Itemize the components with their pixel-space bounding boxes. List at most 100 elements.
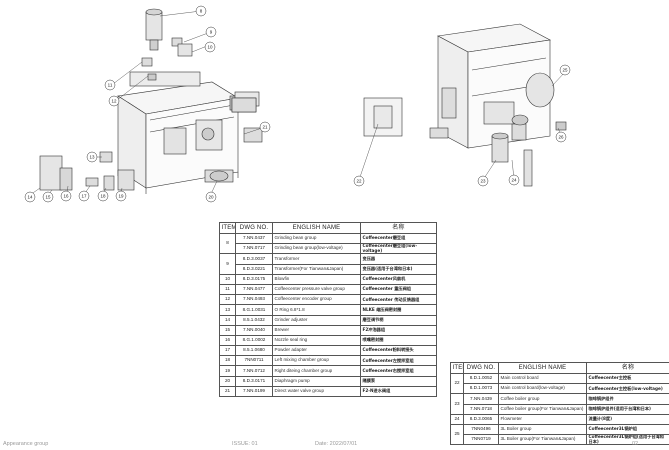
table-row: 9 8.D.3.0037 Transformer 变压器 xyxy=(219,253,437,275)
callout-number: 26 xyxy=(558,135,564,140)
callout-number: 22 xyxy=(356,179,362,184)
col-header-english: ENGLISH NAME xyxy=(272,222,361,234)
item-cell: 17 xyxy=(219,345,236,357)
callout-number: 9 xyxy=(210,30,213,35)
dwg-cell: 7NN0719 xyxy=(463,434,499,446)
chinese-name-cell: Coffeecenter3L锅炉组(适用于台湾和日本) xyxy=(586,434,669,446)
callout-bubble xyxy=(42,191,54,203)
english-name-cell: Coffee boiler group(For Tianwan&Japan) xyxy=(498,403,587,415)
callout-number: 20 xyxy=(208,195,214,200)
dwg-cell: 8.G.1.0002 xyxy=(235,334,273,347)
table-header-row: ITEM DWG NO. ENGLISH NAME 名称 xyxy=(450,362,669,374)
table-row: 17 8.5.1.0680 Powder adapter Coffeecente… xyxy=(219,345,437,357)
table-row: 8.D.3.0221 Transformer(For Tianwan&Japan… xyxy=(220,263,437,275)
dwg-cell: 8.G.1.0031 xyxy=(235,304,273,316)
english-name-cell: Coffeecenter encoder group xyxy=(272,294,361,306)
chinese-name-cell: Coffeecenter粉料转接头 xyxy=(360,345,437,357)
callout-bubble xyxy=(477,175,489,187)
callout-number: 19 xyxy=(118,194,124,199)
callout-bubble xyxy=(205,191,217,203)
english-name-cell: O Ring 6.8*1.8 xyxy=(272,304,361,316)
dwg-cell: 8.5.1.0432 xyxy=(235,314,273,326)
table-row: 20 8.D.3.0171 Diaphragm pump 隔膜泵 xyxy=(219,375,437,387)
col-header-chinese: 名称 xyxy=(360,222,437,234)
callout-bubble xyxy=(259,121,271,133)
dwg-cell: 8.D.3.0175 xyxy=(235,273,273,285)
callout-number: 23 xyxy=(480,179,486,184)
footer-section-title: Appearance group xyxy=(3,441,49,447)
item-cell: 9 xyxy=(219,253,236,275)
parts-table-right: ITEM DWG NO. ENGLISH NAME 名称 22 8.D.1.00… xyxy=(450,362,669,446)
item-cell: 10 xyxy=(219,273,236,285)
table-header-row: ITEM DWG NO. ENGLISH NAME 名称 xyxy=(219,222,437,234)
grinder-hopper xyxy=(145,8,193,57)
english-name-cell: Right diteing chamber group xyxy=(272,365,361,377)
col-header-english: ENGLISH NAME xyxy=(498,362,587,374)
english-name-cell: Direct water valve group xyxy=(272,385,361,398)
footer-date: Date: 2022/07/01 xyxy=(315,441,358,447)
item-cell: 8 xyxy=(219,232,236,255)
dwg-cell: 7.NN.0493 xyxy=(235,294,273,306)
table-row: 23 7.NN.0439 Coffee boiler group 咖啡锅炉组件 xyxy=(450,393,669,415)
item-cell: 15 xyxy=(219,324,236,336)
callout-bubble xyxy=(204,41,216,53)
chinese-name-cell: Coffeecenter右搅拌室组 xyxy=(360,365,437,377)
chinese-name-cell: Coffeecenter左搅拌室组 xyxy=(360,355,437,367)
chinese-name-cell: 隔膜泵 xyxy=(360,375,437,387)
callout-number: 25 xyxy=(562,68,568,73)
english-name-cell: Grinder adjuster xyxy=(272,314,361,326)
item-cell: 24 xyxy=(450,413,464,425)
chinese-name-cell: Coffeecenter 重压阀组 xyxy=(360,283,437,296)
dwg-cell: 7.NN.0477 xyxy=(235,283,273,296)
english-name-cell: 3L Boiler group(For Tianwan&Japan) xyxy=(498,434,587,446)
english-name-cell: Flowmeter xyxy=(498,413,587,425)
chinese-name-cell: F2-N进水阀组 xyxy=(360,385,437,398)
callout-bubble xyxy=(104,79,116,91)
table-row: 8 7.NN.0437 Grinding bean group Coffeece… xyxy=(219,232,437,255)
chinese-name-cell: Coffeecenter磨豆组(low-voltage) xyxy=(360,243,437,255)
english-name-cell: Left mixing chamber group xyxy=(272,355,361,367)
table-row: 25 7NN0496 3L Boiler group Coffeecenter3… xyxy=(450,423,669,446)
item-cell: 19 xyxy=(219,365,236,377)
item-cell: 23 xyxy=(450,393,464,415)
table-row: 15 7.NN.0040 Brewer F2冲泡器组 xyxy=(219,324,437,336)
table-row: 8.D.1.0073 Main control board(low-voltag… xyxy=(451,383,669,395)
chinese-name-cell: 变压器 xyxy=(360,253,437,265)
chinese-name-cell: F2冲泡器组 xyxy=(360,324,437,336)
callout-bubble xyxy=(559,64,571,76)
table-row: 7.NN.0717 Grinding bean group(low-voltag… xyxy=(220,243,437,255)
english-name-cell: Powder adapter xyxy=(272,345,361,357)
item-cell: 16 xyxy=(219,334,236,347)
item-cell: 18 xyxy=(219,355,236,367)
callout-number: 8 xyxy=(200,9,203,14)
callout-number: 16 xyxy=(63,194,69,199)
callout-bubble xyxy=(86,151,98,163)
item-cell: 21 xyxy=(219,385,236,398)
dwg-cell: 7.NN.0199 xyxy=(235,385,273,398)
english-name-cell: Coffeecenter pressure valve group xyxy=(272,283,361,296)
item-cell: 11 xyxy=(219,283,236,296)
callout-bubble xyxy=(24,191,36,203)
callout-number: 14 xyxy=(27,195,33,200)
footer-page-number: 02 xyxy=(632,441,639,447)
callout-number: 11 xyxy=(108,83,113,88)
english-name-cell: Blowfin xyxy=(272,273,361,285)
callout-bubble xyxy=(195,5,207,17)
item-cell: 25 xyxy=(450,423,464,446)
callout-number: 21 xyxy=(262,125,268,130)
table-row: 10 8.D.3.0175 Blowfin Coffeecenter风扇机 xyxy=(219,273,437,285)
dwg-cell: 7.NN.0437 xyxy=(235,232,273,245)
dwg-cell: 8.D.3.0171 xyxy=(235,375,273,387)
callout-bubble xyxy=(78,190,90,202)
callout-number: 15 xyxy=(45,195,51,200)
callout-bubble xyxy=(205,26,217,38)
english-name-cell: Main control board xyxy=(498,372,587,385)
chinese-name-cell: 喷嘴密封圈 xyxy=(360,334,437,347)
chinese-name-cell: Coffeecenter磨豆组 xyxy=(360,232,437,245)
col-header-chinese: 名称 xyxy=(586,362,669,374)
table-row: 18 7NN0711 Left mixing chamber group Cof… xyxy=(219,355,437,367)
dwg-cell: 8.5.1.0680 xyxy=(235,345,273,357)
dwg-cell: 8.D.3.0037 xyxy=(235,253,273,265)
english-name-cell: Grinding bean group xyxy=(272,232,361,245)
